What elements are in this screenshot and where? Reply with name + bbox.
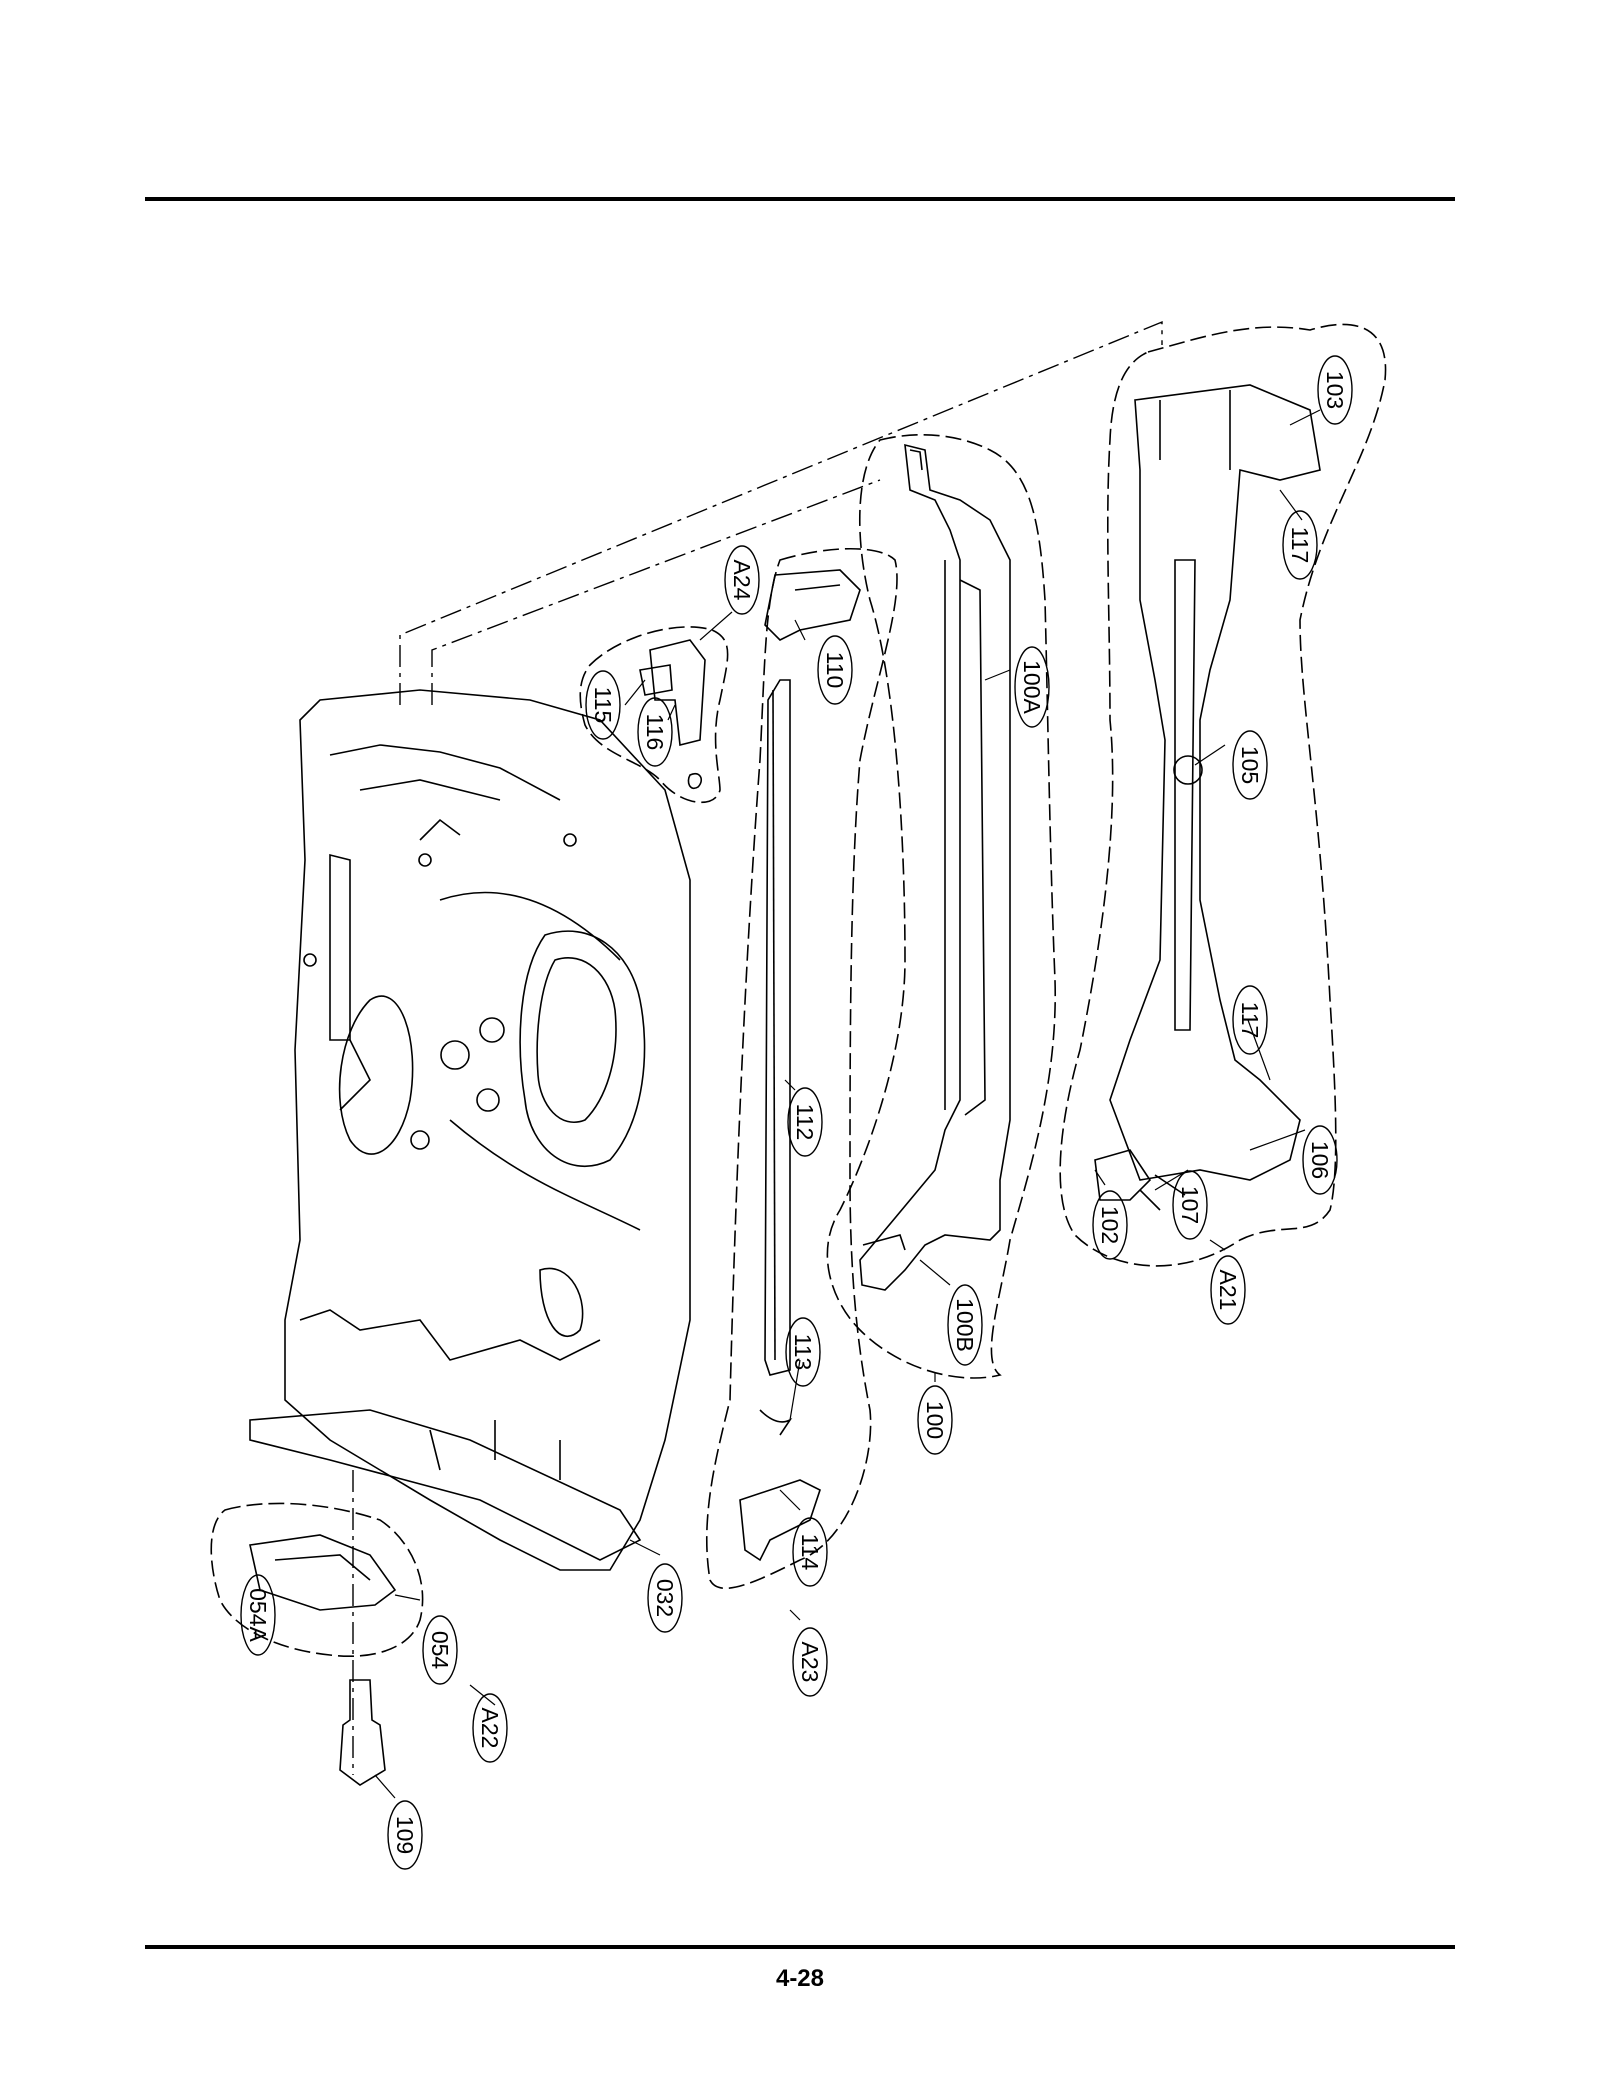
callout-bubble-109 <box>387 1800 423 1870</box>
alignment-lines <box>352 320 1163 1775</box>
group-outline-A21 <box>1059 323 1387 1267</box>
callout-bubble-A21 <box>1210 1255 1246 1325</box>
callout-label-103: 103 <box>1322 371 1348 409</box>
callout-bubble-117-top <box>1282 510 1318 580</box>
page-number: 4-28 <box>775 1965 825 1992</box>
bracket-105 <box>1094 384 1321 1211</box>
footer-rule <box>145 1945 1455 1949</box>
callout-bubble-103 <box>1317 355 1353 425</box>
callout-bubble-112 <box>787 1087 823 1157</box>
callout-bubble-100A <box>1014 646 1050 728</box>
callout-label-054: 054 <box>427 1631 453 1670</box>
group-outline-A22 <box>210 1502 424 1658</box>
callout-label-117-bottom: 117 <box>1237 1002 1263 1039</box>
group-outline-A23 <box>705 547 898 1590</box>
callout-label-A21: A21 <box>1215 1270 1241 1311</box>
callout-bubble-032 <box>647 1563 683 1633</box>
callout-bubble-100 <box>917 1385 953 1455</box>
callout-bubble-A24 <box>724 545 760 615</box>
callout-label-100: 100 <box>922 1401 948 1439</box>
callout-label-115: 115 <box>590 687 616 724</box>
callout-label-107: 107 <box>1177 1186 1203 1224</box>
callout-bubble-115 <box>585 670 621 740</box>
callout-label-A24: A24 <box>729 560 755 601</box>
callout-bubble-100B <box>947 1284 983 1366</box>
callout-bubble-054 <box>422 1615 458 1685</box>
part-054-assembly <box>249 1534 397 1611</box>
callout-label-105: 105 <box>1237 746 1263 784</box>
parts-115-116 <box>639 639 706 790</box>
callout-bubble-105 <box>1232 730 1268 800</box>
callout-bubble-054A <box>240 1574 276 1656</box>
callout-label-113: 113 <box>790 1334 816 1371</box>
callout-bubble-102 <box>1092 1190 1128 1260</box>
callout-label-112: 112 <box>792 1104 818 1141</box>
part-109 <box>339 1679 386 1786</box>
callout-bubble-114 <box>792 1517 828 1587</box>
callout-label-A22: A22 <box>477 1708 503 1749</box>
group-outline-100 <box>826 434 1057 1379</box>
group-outline-A24 <box>579 626 729 804</box>
callout-label-054A: 054A <box>245 1588 271 1642</box>
callout-bubble-110 <box>817 635 853 705</box>
main-chassis-032 <box>249 689 691 1571</box>
callout-label-109: 109 <box>392 1816 418 1854</box>
frame-bracket-100 <box>859 443 1011 1291</box>
callout-bubble-A22 <box>472 1693 508 1763</box>
callout-label-116: 116 <box>642 714 668 751</box>
callout-label-100B: 100B <box>952 1298 978 1352</box>
header-rule <box>145 197 1455 201</box>
callout-label-100A: 100A <box>1019 660 1045 714</box>
slide-rail-112 <box>739 569 861 1562</box>
callout-bubble-A23 <box>792 1627 828 1697</box>
callout-bubble-107 <box>1172 1170 1208 1240</box>
callout-label-114: 114 <box>797 1534 823 1571</box>
callout-label-032: 032 <box>652 1579 678 1617</box>
callout-bubble-117-bottom <box>1232 985 1268 1055</box>
callout-bubble-106 <box>1302 1125 1338 1195</box>
callout-bubble-116 <box>637 697 673 767</box>
callout-label-102: 102 <box>1097 1206 1123 1244</box>
callout-label-110: 110 <box>822 652 848 689</box>
callout-label-106: 106 <box>1307 1141 1333 1179</box>
callout-label-A23: A23 <box>797 1642 823 1683</box>
callout-bubble-113 <box>785 1317 821 1387</box>
callout-label-117-top: 117 <box>1287 527 1313 564</box>
